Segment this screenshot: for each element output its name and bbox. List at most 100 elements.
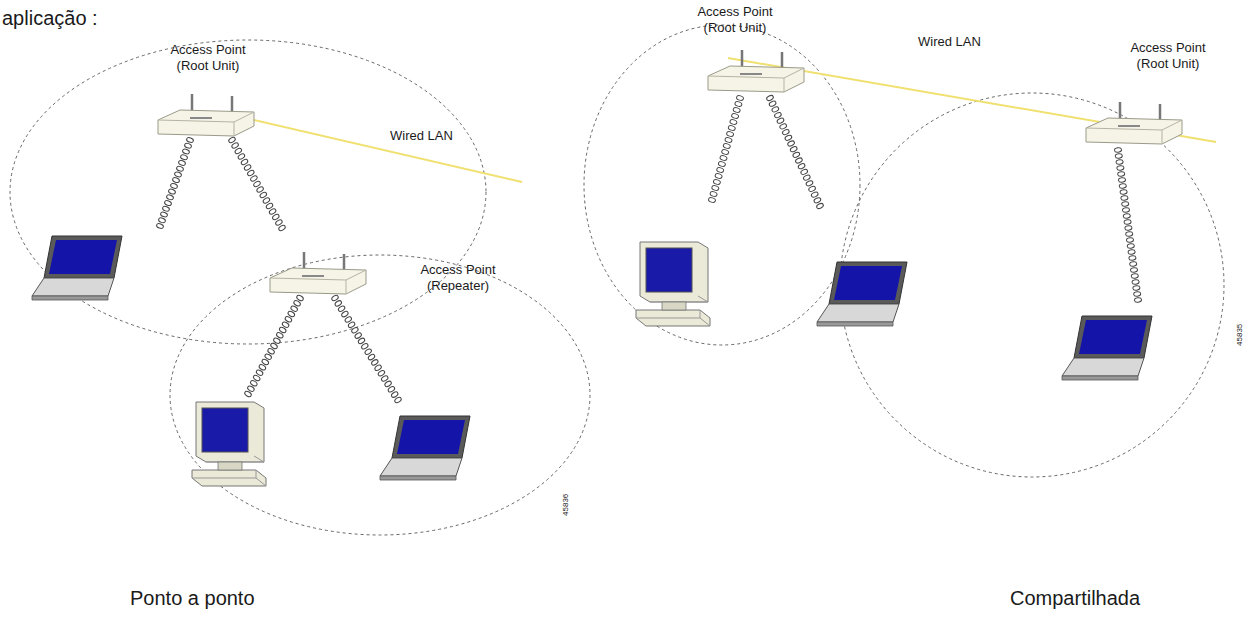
wireless-loop <box>1116 159 1124 164</box>
wireless-loop <box>268 208 276 215</box>
wireless-loop <box>768 100 776 107</box>
wireless-loop <box>1114 147 1122 152</box>
wireless-loop <box>259 191 267 198</box>
wireless-loop <box>771 106 779 113</box>
wireless-loop <box>1117 165 1125 170</box>
wired-lan-label: Wired LAN <box>918 34 981 50</box>
wireless-loop <box>720 155 728 161</box>
wireless-loop <box>381 375 389 382</box>
wireless-loop <box>725 137 733 143</box>
coverage-circles <box>10 25 1224 535</box>
device-label: Access Point (Root Unit) <box>689 4 781 35</box>
wireless-loop <box>784 134 792 141</box>
wireless-loop <box>174 171 182 177</box>
wireless-loop <box>1115 153 1123 158</box>
wireless-loop <box>1124 219 1132 224</box>
wireless-loop <box>721 149 729 155</box>
wireless-loop <box>341 310 349 317</box>
wireless-loop <box>1123 213 1131 218</box>
wireless-loop <box>816 203 824 210</box>
wireless-loop <box>736 95 744 101</box>
wireless-loop <box>766 95 774 102</box>
wireless-loop <box>164 200 172 206</box>
wireless-loop <box>1121 201 1129 206</box>
figure-number: 45836 <box>561 494 571 516</box>
wireless-loop <box>726 131 734 137</box>
wireless-loop <box>237 153 245 160</box>
page-heading: aplicação : <box>2 6 98 30</box>
wireless-loop <box>731 113 739 119</box>
wireless-loop <box>170 183 178 189</box>
wireless-loop <box>723 143 731 149</box>
wireless-loop <box>162 206 170 212</box>
wireless-links <box>156 95 1142 404</box>
wireless-loop <box>250 175 258 182</box>
wireless-loop <box>1134 297 1142 302</box>
wireless-loop <box>265 202 273 209</box>
wireless-loop <box>247 169 255 176</box>
wireless-loop <box>811 191 819 198</box>
device-label: Access Point (Repeater) <box>412 262 504 293</box>
wireless-loop <box>776 117 784 124</box>
wireless-loop <box>182 148 190 154</box>
wireless-loop <box>156 223 164 229</box>
wireless-loop <box>733 107 741 113</box>
wireless-loop <box>792 151 800 158</box>
wireless-loop <box>262 197 270 204</box>
wireless-loop <box>1126 237 1134 242</box>
wireless-loop <box>1131 273 1139 278</box>
wireless-loop <box>795 157 803 164</box>
wireless-loop <box>275 219 283 226</box>
wireless-loop <box>800 168 808 175</box>
device-label: Access Point (Root Unit) <box>162 42 254 73</box>
wireless-loop <box>240 158 248 165</box>
wireless-loop <box>716 167 724 173</box>
wireless-loop <box>158 217 166 223</box>
wireless-loop <box>1132 279 1140 284</box>
wireless-loop <box>394 396 402 403</box>
wireless-loop <box>1120 189 1128 194</box>
wireless-loop <box>243 164 251 171</box>
wireless-loop <box>1129 261 1137 266</box>
wireless-loop <box>805 180 813 187</box>
wireless-loop <box>234 147 242 154</box>
wireless-loop <box>808 185 816 192</box>
wireless-loop <box>779 123 787 130</box>
wireless-loop <box>231 142 239 149</box>
wireless-loop <box>715 173 723 179</box>
device-label: Access Point (Root Unit) <box>1122 40 1214 71</box>
wireless-loop <box>1133 285 1141 290</box>
wireless-loop <box>1129 255 1137 260</box>
wireless-loop <box>1127 243 1135 248</box>
wireless-loop <box>253 180 261 187</box>
wireless-loop <box>1133 291 1141 296</box>
wireless-loop <box>1130 267 1138 272</box>
wireless-loop <box>1118 177 1126 182</box>
wired-lan-label: Wired LAN <box>390 128 453 144</box>
wireless-loop <box>1121 195 1129 200</box>
wireless-loop <box>186 137 194 143</box>
wireless-loop <box>718 161 726 167</box>
caption: Ponto a ponto <box>130 586 255 610</box>
wireless-loop <box>787 140 795 147</box>
wireless-loop <box>711 185 719 191</box>
wireless-loop <box>168 188 176 194</box>
wireless-loop <box>278 224 286 231</box>
wireless-loop <box>713 179 721 185</box>
wireless-loop <box>1125 231 1133 236</box>
figure-number: 45835 <box>1235 324 1245 346</box>
wireless-loop <box>178 160 186 166</box>
wireless-loop <box>803 174 811 181</box>
wireless-loop <box>708 197 716 203</box>
wireless-loop <box>728 125 736 131</box>
wireless-loop <box>1125 225 1133 230</box>
wireless-loop <box>797 163 805 170</box>
wireless-loop <box>172 177 180 183</box>
wireless-loop <box>1117 171 1125 176</box>
wireless-loop <box>184 142 192 148</box>
wireless-loop <box>244 390 252 397</box>
wireless-loop <box>256 186 264 193</box>
wireless-loop <box>1119 183 1127 188</box>
wireless-loop <box>790 146 798 153</box>
wireless-loop <box>228 136 236 143</box>
